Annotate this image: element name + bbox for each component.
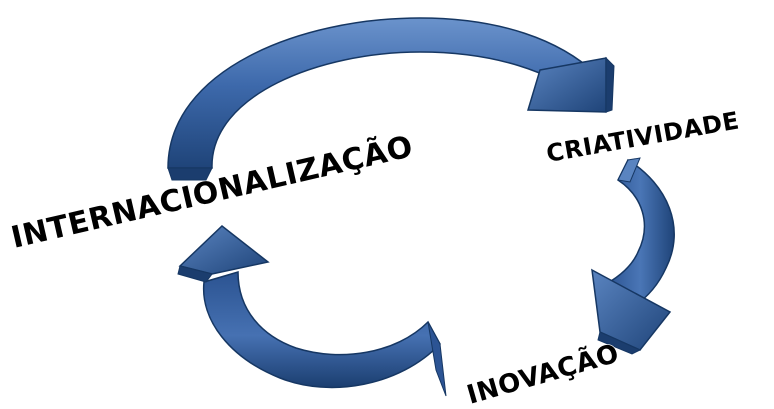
arrow-bottom-arc — [177, 225, 447, 397]
arrow-right-arc — [591, 157, 675, 355]
arrow-top-arc — [167, 17, 615, 181]
label-inovacao: INOVAÇÃO — [463, 337, 622, 409]
label-criatividade: CRIATIVIDADE — [544, 106, 741, 167]
